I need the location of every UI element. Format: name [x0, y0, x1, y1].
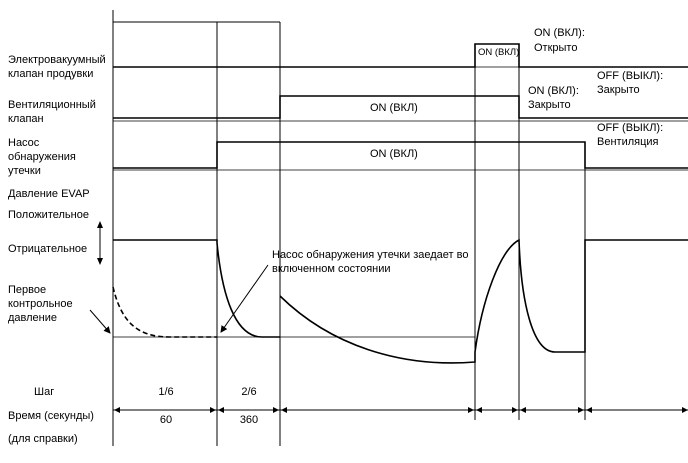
purge-valve-off-state-2: Закрыто — [597, 84, 640, 96]
first-ref-label-3: давление — [8, 312, 57, 324]
first-ref-arrow — [89, 309, 111, 334]
purge-valve-label-2: клапан продувки — [8, 68, 93, 80]
evap-negative-label: Отрицательное — [8, 243, 87, 255]
vent-valve-on-label: ON (ВКЛ) — [370, 102, 418, 114]
purge-valve-signal — [113, 43, 688, 68]
step-label: Шаг — [34, 386, 54, 398]
purge-valve-on-state-2: Открыто — [534, 42, 577, 54]
evap-positive-label: Положительное — [8, 209, 89, 221]
vent-valve-signal — [113, 95, 688, 119]
vent-valve-off-state-1: OFF (ВЫКЛ): — [597, 122, 663, 134]
first-ref-label-2: контрольное — [8, 298, 73, 310]
phase-boundaries — [112, 10, 586, 446]
time-2: 360 — [240, 414, 258, 426]
purge-valve-off-state-1: OFF (ВЫКЛ): — [597, 70, 663, 82]
ref-label: (для справки) — [8, 433, 78, 445]
stuck-annotation-2: включенном состоянии — [272, 263, 391, 275]
vent-valve-label-2: клапан — [8, 113, 44, 125]
pressure-axis-arrow — [97, 221, 103, 265]
leak-pump-label-2: обнаружения — [8, 151, 76, 163]
time-1: 60 — [160, 414, 172, 426]
purge-valve-on-box: ON (ВКЛ) — [478, 47, 519, 58]
vent-valve-label-1: Вентиляционный — [8, 99, 96, 111]
timeline-arrows — [113, 407, 688, 413]
first-ref-label-1: Первое — [8, 284, 46, 296]
stuck-annotation-arrow — [220, 264, 269, 333]
purge-valve-label-1: Электровакуумный — [8, 54, 106, 66]
vent-valve-off-state-2: Вентиляция — [597, 136, 659, 148]
step-1: 1/6 — [158, 386, 173, 398]
time-label: Время (секунды) — [8, 410, 94, 422]
evap-label: Давление EVAP — [8, 188, 90, 200]
evap-pressure-trace — [113, 238, 688, 364]
purge-valve-on-state-1: ON (ВКЛ): — [534, 27, 585, 39]
step-2: 2/6 — [241, 386, 256, 398]
stuck-annotation-1: Насос обнаружения утечки заедает во — [272, 249, 468, 261]
leak-pump-on-label: ON (ВКЛ) — [370, 148, 418, 160]
leak-pump-label-3: утечки — [8, 165, 41, 177]
leak-pump-signal — [113, 141, 688, 169]
stuck-pump-dashed-curve — [112, 286, 217, 338]
leak-pump-label-1: Насос — [8, 137, 40, 149]
vent-valve-on-state-2: Закрыто — [528, 99, 571, 111]
vent-valve-on-state-1: ON (ВКЛ): — [528, 85, 579, 97]
